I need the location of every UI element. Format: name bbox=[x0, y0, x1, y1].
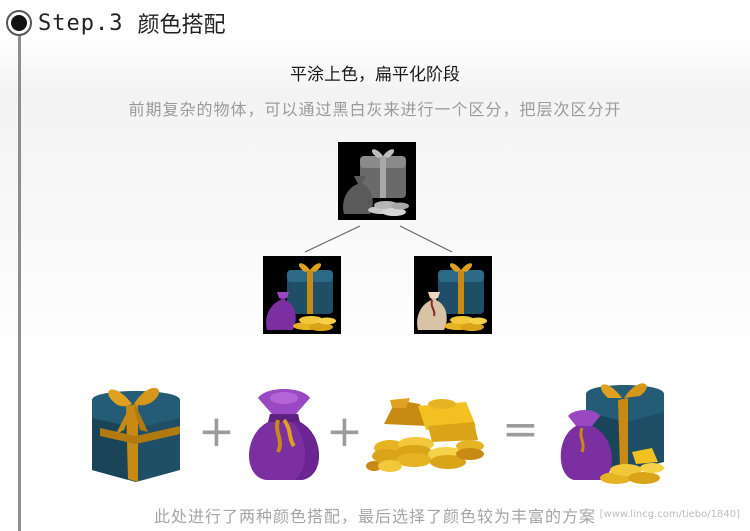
watermark: [www.lincg.com/tiebo/1840] bbox=[599, 509, 740, 520]
money-bag-icon bbox=[248, 389, 320, 480]
grayscale-thumbnail bbox=[338, 142, 416, 220]
subtitle: 平涂上色，扁平化阶段 bbox=[290, 65, 460, 85]
description: 前期复杂的物体，可以通过黑白灰来进行一个区分，把层次区分开 bbox=[128, 100, 622, 119]
step-bullet-icon bbox=[6, 10, 32, 36]
step-header: Step.3 颜色搭配 bbox=[6, 8, 226, 38]
color-option-purple-thumbnail bbox=[263, 256, 341, 334]
plus-operator-2: + bbox=[326, 406, 363, 457]
color-option-beige-thumbnail bbox=[414, 256, 492, 334]
section-title: 颜色搭配 bbox=[137, 13, 226, 38]
timeline-line bbox=[18, 36, 21, 531]
caption: 此处进行了两种颜色搭配，最后选择了颜色较为丰富的方案 bbox=[153, 507, 596, 526]
combined-result-icon bbox=[560, 383, 664, 484]
step-label: Step.3 bbox=[38, 10, 124, 36]
plus-operator-1: + bbox=[198, 406, 235, 457]
treasure-chest-icon bbox=[92, 387, 180, 482]
equals-operator: = bbox=[502, 404, 539, 455]
gold-coins-icon bbox=[366, 398, 484, 472]
